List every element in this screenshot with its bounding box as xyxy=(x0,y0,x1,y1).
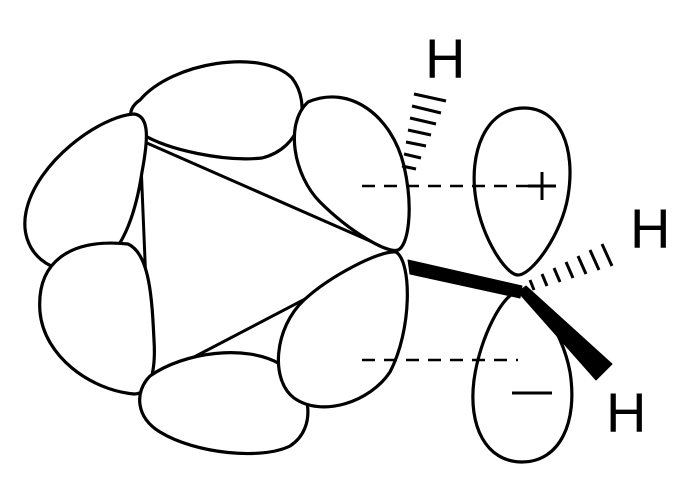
ring-lobe-bottom xyxy=(138,351,310,456)
ring-lobe-top xyxy=(128,60,304,161)
hashed-bond-to-h-right xyxy=(528,243,614,291)
ring-lobe-lower-left xyxy=(38,241,156,396)
ring-lobe-upper-right xyxy=(292,95,411,253)
wedge-bond-to-h-bottom xyxy=(517,285,613,381)
wedge-bond-ring-to-ch2 xyxy=(407,259,523,299)
ring-orbital-lobes xyxy=(23,60,411,456)
hashed-bond-to-h-top xyxy=(401,92,447,171)
ring-bond-top xyxy=(139,138,396,254)
p-orbital-upper-lobe xyxy=(472,106,572,277)
atom-label-h-bottom: H xyxy=(606,381,646,444)
plus-sign xyxy=(528,172,556,200)
ring-lobe-lower-right xyxy=(276,250,409,409)
atom-label-h-top: H xyxy=(425,27,465,90)
atom-label-h-right: H xyxy=(630,197,670,260)
